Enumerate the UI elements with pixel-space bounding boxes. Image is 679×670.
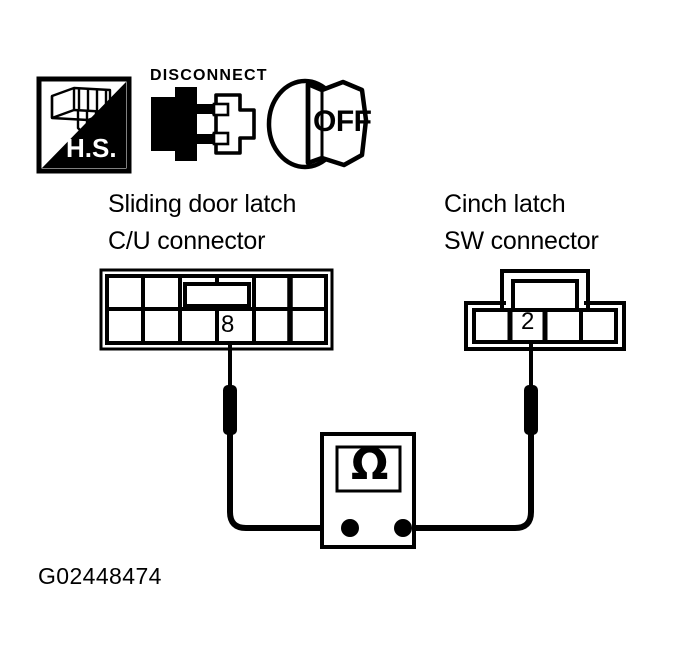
right-connector-graphic [464, 269, 626, 351]
ohm-symbol: Ω [351, 439, 389, 490]
disconnect-label: DISCONNECT [150, 67, 268, 84]
right-connector-title-line2: SW connector [444, 227, 599, 255]
hs-badge-icon [36, 76, 132, 174]
ohmmeter-graphic [320, 432, 416, 549]
hs-badge-label: H.S. [66, 133, 117, 163]
right-connector-title-line1: Cinch latch [444, 190, 566, 218]
right-probe-handle [524, 385, 538, 435]
right-connector-pin-number: 2 [521, 308, 535, 335]
left-connector-graphic [99, 268, 334, 351]
left-probe-handle [223, 385, 237, 435]
test-leads [227, 356, 534, 531]
meter-terminal-left [341, 519, 359, 537]
left-connector-pin-number: 8 [221, 311, 235, 338]
disconnect-icon [151, 87, 256, 161]
ignition-off-icon [266, 78, 369, 170]
left-connector-title-line1: Sliding door latch [108, 190, 297, 218]
ignition-off-label: OFF [313, 105, 372, 138]
meter-terminal-right [394, 519, 412, 537]
figure-caption: G02448474 [38, 563, 162, 589]
left-connector-title-line2: C/U connector [108, 227, 266, 255]
